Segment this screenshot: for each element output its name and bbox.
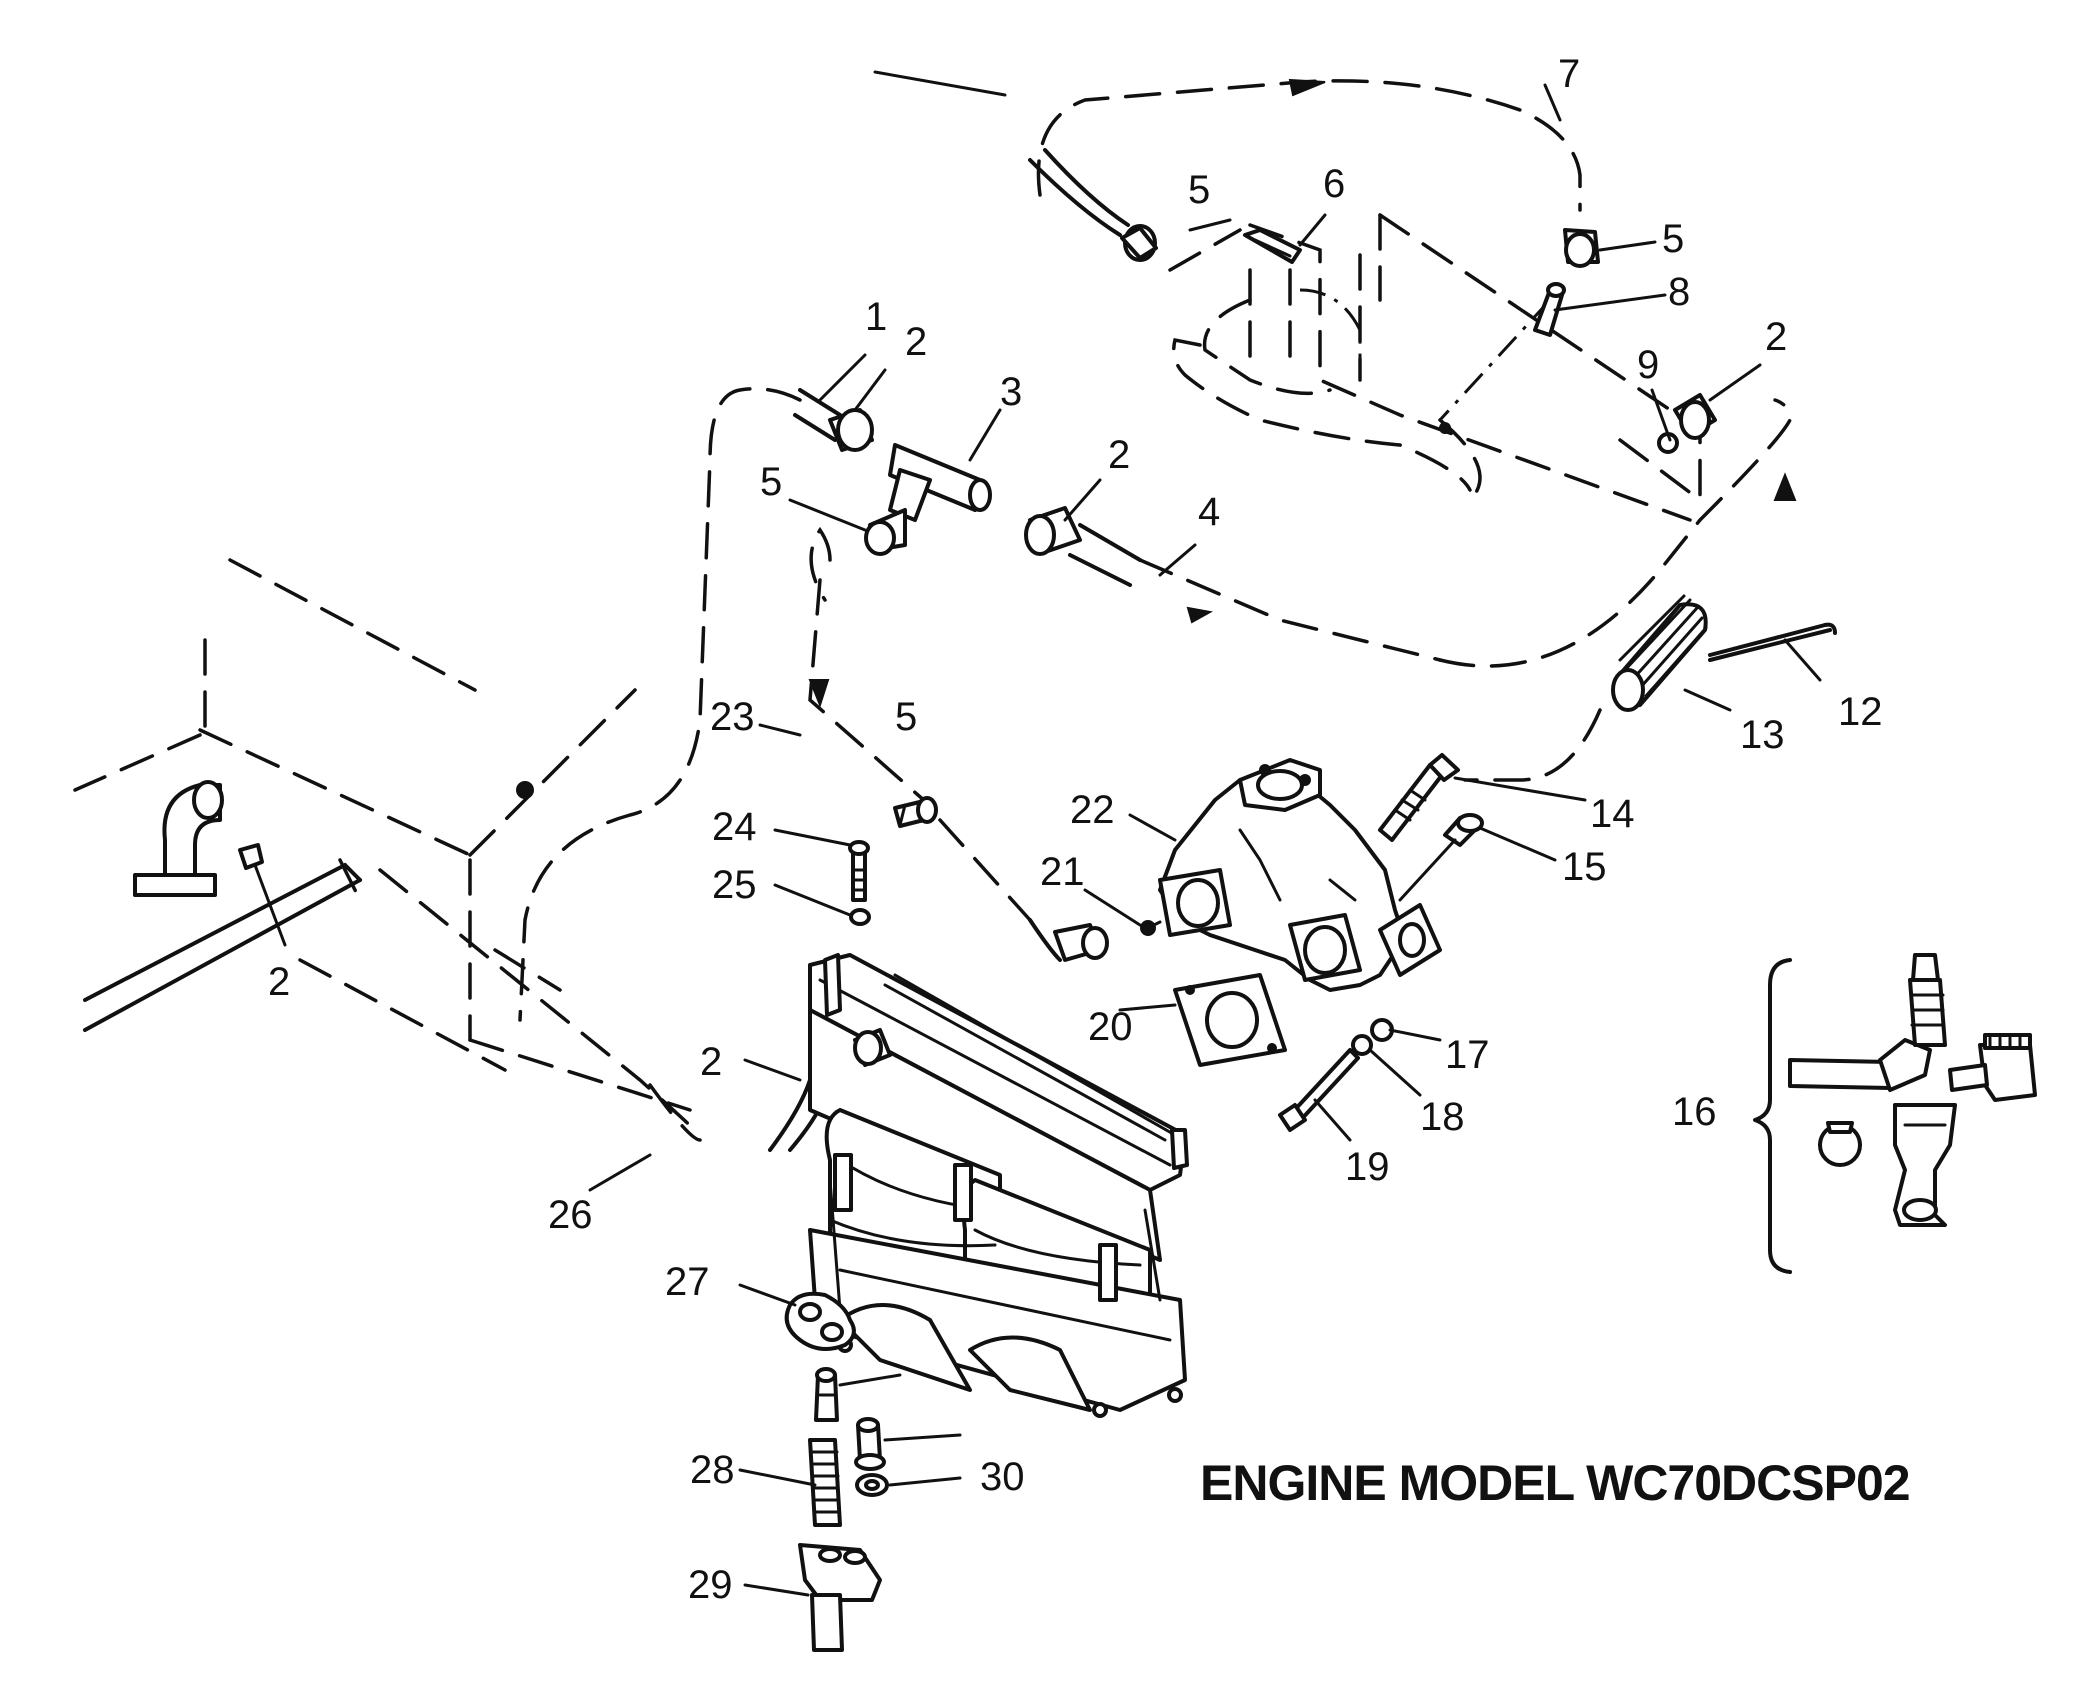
callout-21: 23 bbox=[710, 695, 755, 739]
tee-fitting-3 bbox=[888, 443, 992, 522]
spring-26 bbox=[808, 1438, 842, 1527]
manifold-20 bbox=[1158, 758, 1442, 992]
washer-16 bbox=[1351, 1034, 1373, 1056]
washer-23 bbox=[849, 908, 871, 926]
flow-arrows bbox=[808, 78, 1797, 708]
callout-labels: 7 5 6 5 8 9 2 1 2 3 2 5 4 12 13 23 5 22 … bbox=[268, 52, 1883, 1607]
bolt-22 bbox=[848, 840, 870, 902]
callout-1: 1 bbox=[865, 295, 887, 339]
callout-28: 30 bbox=[980, 1455, 1025, 1499]
callout-11: 13 bbox=[1740, 713, 1785, 757]
engine-model-title: ENGINE MODEL WC70DCSP02 bbox=[1200, 1455, 1910, 1511]
washer-28 bbox=[855, 1473, 889, 1497]
callout-23: 25 bbox=[712, 863, 757, 907]
bolt-12 bbox=[1378, 753, 1460, 842]
hose-fitting-5-mid bbox=[864, 508, 907, 556]
callout-16: 18 bbox=[1420, 1095, 1465, 1139]
callout-2: 2 bbox=[905, 320, 927, 364]
callout-27: 29 bbox=[688, 1563, 733, 1607]
callout-19: 21 bbox=[1040, 850, 1085, 894]
sensor-30 bbox=[814, 1367, 839, 1422]
callout-4: 4 bbox=[1198, 490, 1220, 534]
arrow-icon bbox=[808, 679, 830, 708]
hose-fitting-5-lower bbox=[893, 796, 1109, 962]
callout-9: 9 bbox=[1637, 343, 1659, 387]
fitting-27 bbox=[798, 1543, 882, 1652]
callout-2: 2 bbox=[1765, 315, 1787, 359]
callout-5: 5 bbox=[1662, 217, 1684, 261]
fitting-8 bbox=[1533, 282, 1566, 337]
callout-2: 2 bbox=[1108, 433, 1130, 477]
gasket-25 bbox=[784, 1291, 856, 1351]
leader-lines bbox=[253, 70, 1822, 1597]
callout-3: 3 bbox=[1000, 370, 1022, 414]
callout-14: 16 bbox=[1672, 1090, 1717, 1134]
callout-25: 27 bbox=[665, 1260, 710, 1304]
callout-24: 26 bbox=[548, 1193, 593, 1237]
clamp-2-middle bbox=[1024, 506, 1142, 587]
screw-19 bbox=[1140, 920, 1162, 936]
hose-fitting-5-top-left bbox=[1120, 224, 1158, 262]
callout-5: 5 bbox=[760, 460, 782, 504]
pin-10 bbox=[1708, 622, 1837, 662]
hull-outline bbox=[73, 558, 702, 1137]
callout-2: 2 bbox=[700, 1040, 722, 1084]
arrow-icon bbox=[1288, 78, 1326, 97]
fitting-29 bbox=[854, 1417, 886, 1471]
callout-20: 22 bbox=[1070, 788, 1115, 832]
bolt-13 bbox=[1398, 813, 1484, 902]
kit-14 bbox=[1753, 953, 2037, 1274]
hose-routes bbox=[518, 79, 1792, 1152]
exhaust-manifold-upper bbox=[1172, 213, 1702, 522]
hose-fitting-5-top-right bbox=[1563, 228, 1600, 268]
arrow-icon bbox=[1186, 606, 1213, 624]
callout-12: 14 bbox=[1590, 792, 1635, 836]
arrow-icon bbox=[1773, 472, 1797, 501]
clamp-2-top bbox=[828, 408, 874, 452]
bolt-17 bbox=[1278, 1048, 1360, 1132]
callout-22: 24 bbox=[712, 805, 757, 849]
callout-8: 8 bbox=[1668, 270, 1690, 314]
drain-plug-icon bbox=[516, 781, 534, 799]
fitting-6 bbox=[1243, 228, 1302, 264]
callout-5: 5 bbox=[1188, 168, 1210, 212]
callout-17: 19 bbox=[1345, 1145, 1390, 1189]
gasket-18 bbox=[1173, 973, 1287, 1067]
callout-26: 28 bbox=[690, 1448, 735, 1492]
callout-5: 5 bbox=[895, 695, 917, 739]
cylinder-assembly bbox=[808, 953, 1189, 1418]
callout-6: 6 bbox=[1323, 162, 1345, 206]
spring-11 bbox=[1611, 594, 1708, 712]
hull-elbow-fitting bbox=[133, 780, 264, 897]
callout-13: 15 bbox=[1562, 845, 1607, 889]
callout-18: 20 bbox=[1088, 1005, 1133, 1049]
callout-15: 17 bbox=[1445, 1033, 1490, 1077]
callout-7: 7 bbox=[1558, 52, 1580, 96]
callout-2: 2 bbox=[268, 960, 290, 1004]
callout-10: 12 bbox=[1838, 690, 1883, 734]
clamp-2-right bbox=[1673, 393, 1717, 440]
